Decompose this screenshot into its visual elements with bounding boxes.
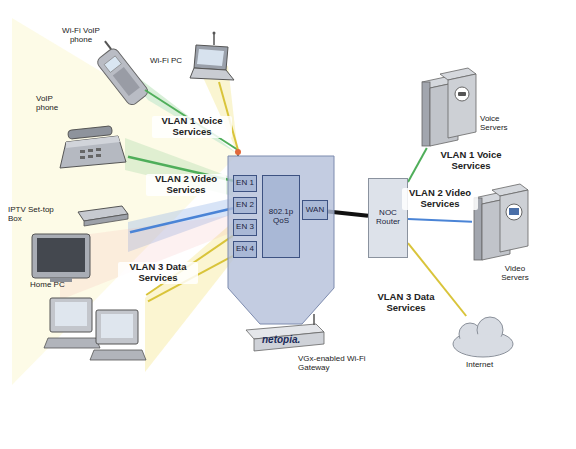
cloud-icon [453, 317, 513, 357]
connector-line [408, 219, 472, 222]
device-label: Voice Servers [480, 114, 520, 132]
wifi-beam [12, 18, 238, 385]
device-label: Wi-Fi VoIP phone [50, 26, 112, 44]
vlan-label: VLAN 2 Video Services [146, 174, 226, 196]
port-box: EN 3 [233, 219, 257, 236]
voip-phone-node: VoIP phone [60, 128, 128, 170]
port-box: EN 1 [233, 175, 257, 192]
desk-phone-icon [60, 126, 126, 168]
device-label: Video Servers [490, 264, 540, 282]
voice-server-node: Voice Servers [420, 68, 478, 148]
vlan-label: VLAN 2 Video Services [402, 188, 478, 210]
vlan-label: VLAN 3 Data Services [368, 292, 444, 314]
voice-band [125, 138, 233, 196]
brand-logo: netopia. [262, 334, 322, 346]
port-box: EN 4 [233, 241, 257, 258]
set-top-box-icon [78, 206, 128, 226]
box-label: EN 4 [236, 245, 254, 254]
tv-icon [32, 234, 90, 282]
video-server-node: Video Servers [472, 184, 530, 262]
wifi-pc-node: Wi-Fi PC [190, 32, 234, 82]
vlan-label: VLAN 3 Data Services [118, 262, 198, 284]
home-pc-node: Home PC [45, 295, 148, 363]
gateway-panel: netopia. VGx-enabled Wi-Fi Gateway EN 1 EN … [222, 148, 378, 380]
video-server-icon [474, 184, 528, 260]
connector-line [408, 148, 427, 182]
wifi-handset-icon [89, 39, 150, 107]
wan-box: WAN [302, 200, 328, 220]
voice-server-icon [422, 68, 476, 146]
connector-line [130, 208, 233, 232]
wifi-phone-node: Wi-Fi VoIP phone [100, 48, 145, 103]
vlan-label: VLAN 1 Voice Services [432, 150, 510, 172]
device-label: IPTV Set-top Box [8, 205, 60, 223]
box-label: EN 2 [236, 201, 254, 210]
qos-box: 802.1p QoS [262, 175, 300, 258]
laptop-icon [190, 32, 234, 81]
iptv-node: IPTV Set-top Box [30, 204, 130, 284]
internet-node: Internet [450, 316, 516, 358]
device-label: Internet [466, 360, 493, 369]
home-pc-icon [44, 298, 146, 360]
vlan-label: VLAN 1 Voice Services [152, 116, 232, 138]
port-box: EN 2 [233, 197, 257, 214]
device-label: Wi-Fi PC [150, 56, 182, 65]
box-label: 802.1p QoS [263, 208, 299, 226]
box-label: NOC Router [369, 209, 407, 227]
box-label: EN 3 [236, 223, 254, 232]
device-label: VoIP phone [36, 94, 76, 112]
box-label: WAN [306, 206, 324, 215]
device-label: Home PC [30, 280, 65, 289]
device-label: VGx-enabled Wi-Fi Gateway [298, 354, 376, 372]
box-label: EN 1 [236, 179, 254, 188]
